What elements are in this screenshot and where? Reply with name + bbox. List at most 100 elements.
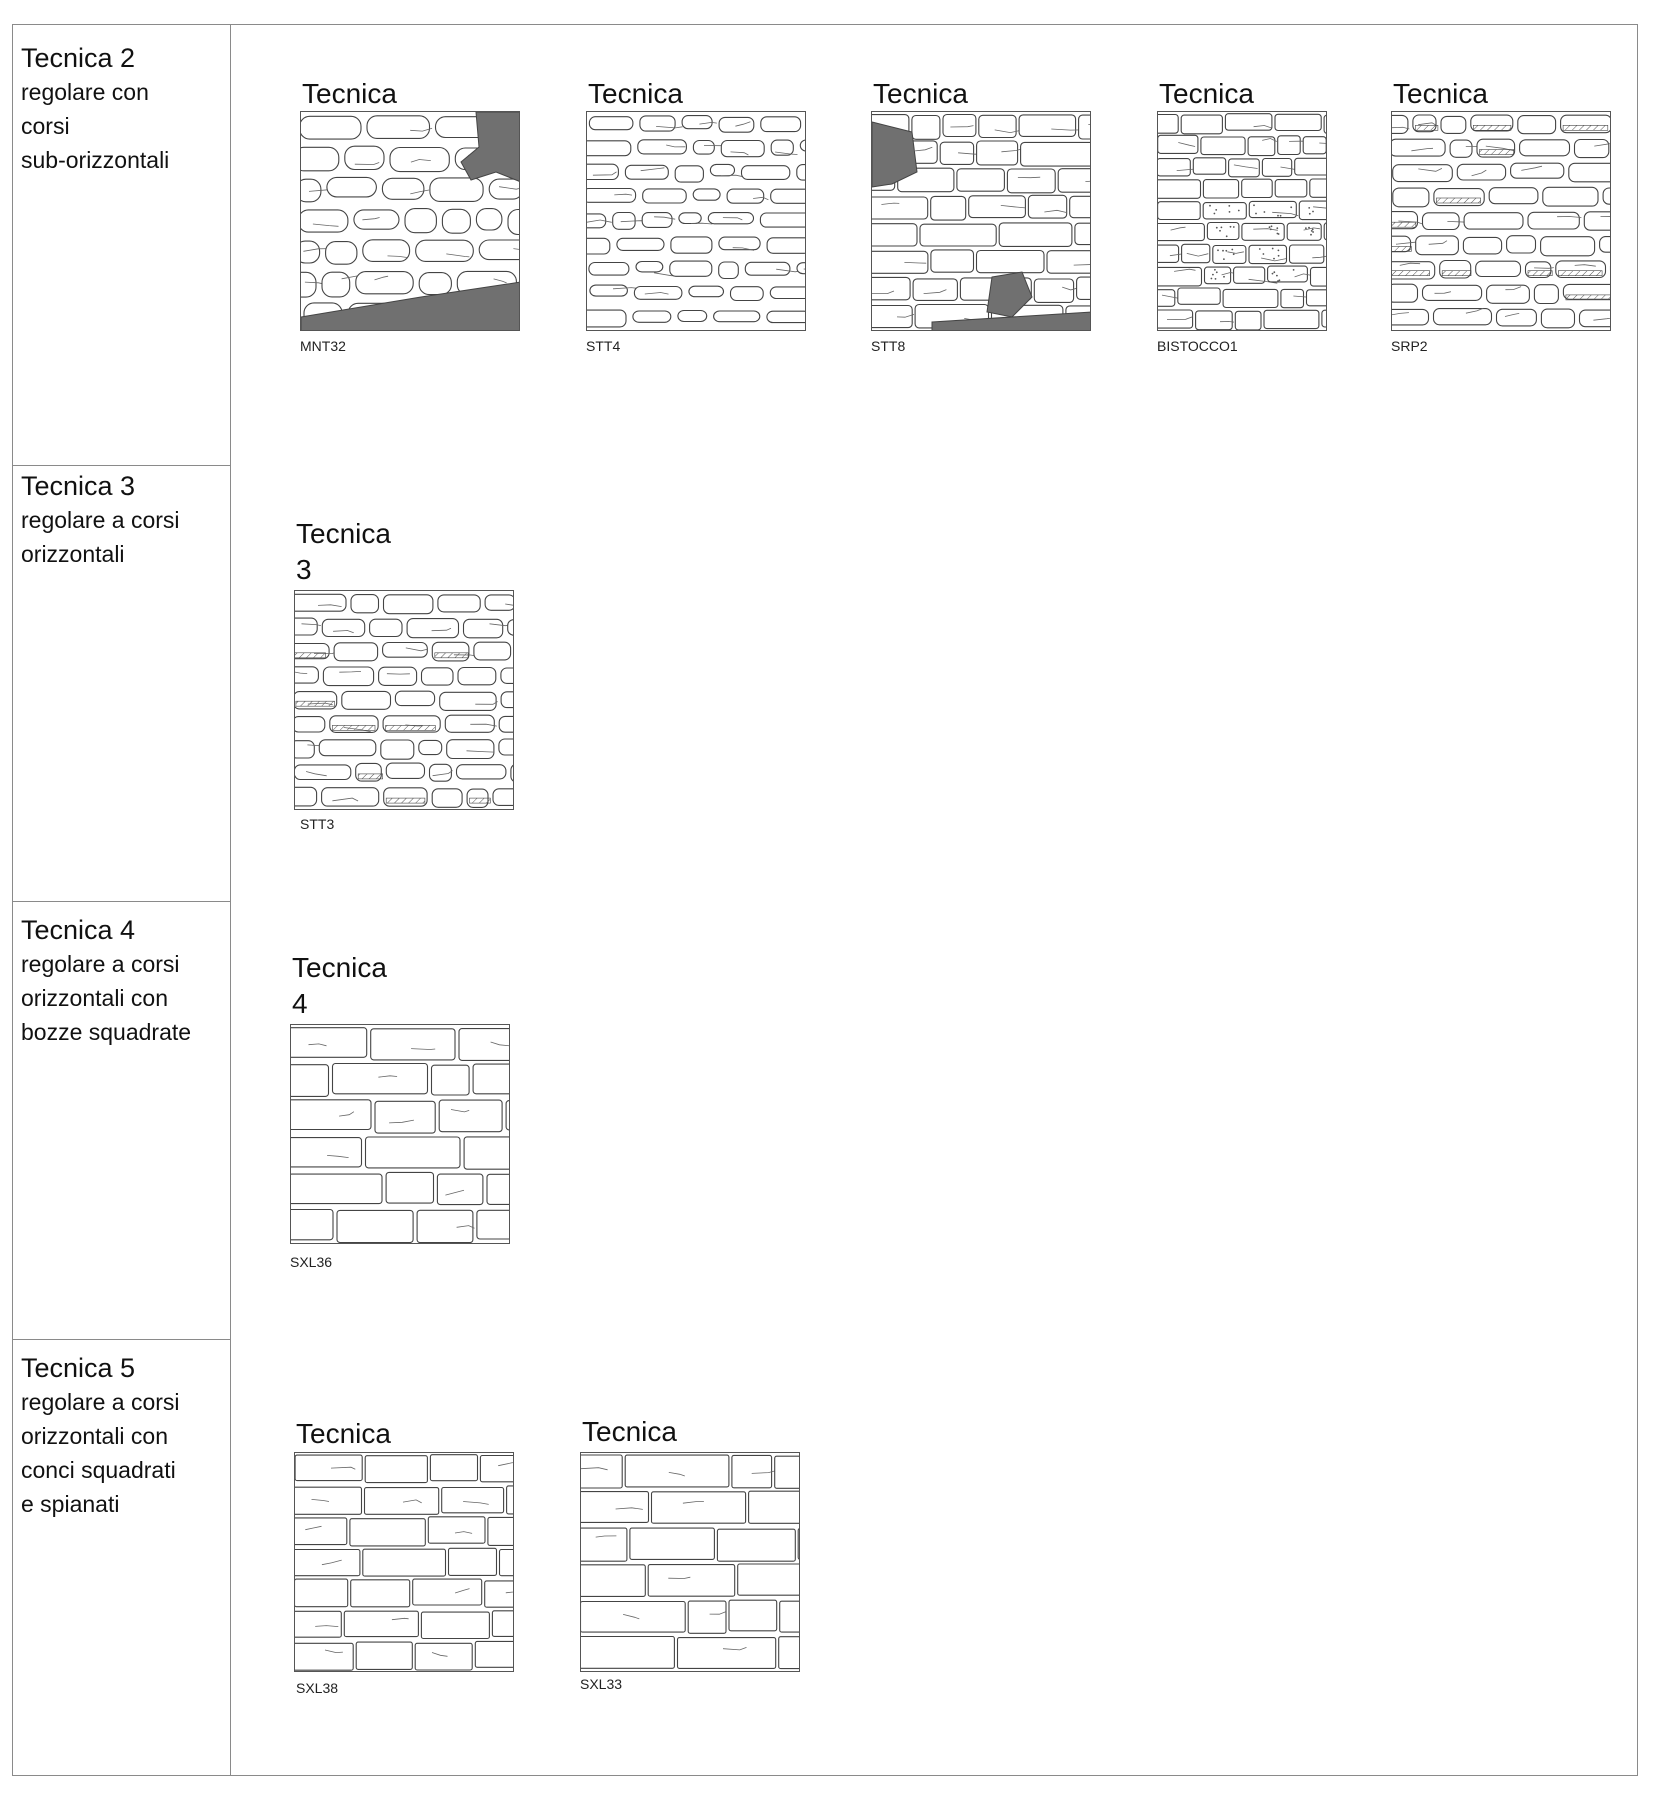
stone bbox=[488, 178, 519, 200]
stone bbox=[641, 212, 673, 228]
stone-crack bbox=[389, 1119, 414, 1124]
stone bbox=[295, 1578, 349, 1608]
stone-crack bbox=[446, 253, 470, 258]
stone-crack bbox=[1262, 138, 1277, 142]
stone bbox=[406, 618, 460, 639]
stone-crack bbox=[1521, 165, 1543, 171]
stone bbox=[670, 236, 713, 254]
stone bbox=[707, 212, 755, 225]
stone-crack bbox=[722, 1647, 747, 1651]
stone bbox=[412, 1578, 483, 1606]
stone-crack bbox=[775, 151, 798, 155]
stone bbox=[1247, 136, 1276, 157]
stone bbox=[779, 1600, 799, 1633]
stone-dot bbox=[1276, 227, 1279, 230]
stone-dot bbox=[1262, 253, 1265, 255]
stone-crack bbox=[614, 193, 633, 196]
stone-dot bbox=[1312, 231, 1314, 233]
stone bbox=[1432, 308, 1493, 326]
stone bbox=[1224, 113, 1273, 131]
stone bbox=[414, 1642, 473, 1671]
stone bbox=[919, 223, 997, 247]
stone bbox=[437, 594, 481, 613]
stone bbox=[321, 271, 351, 298]
stone bbox=[476, 1209, 509, 1240]
stone-crack bbox=[304, 281, 323, 285]
stone bbox=[716, 1528, 796, 1562]
stone-dot bbox=[1231, 248, 1234, 251]
masonry-drawing bbox=[294, 590, 514, 810]
stone-dot bbox=[1212, 273, 1214, 276]
stone bbox=[589, 284, 628, 297]
lacuna-patch bbox=[460, 112, 519, 182]
stone-crack bbox=[339, 671, 362, 673]
stone-crack bbox=[1174, 268, 1196, 272]
stone bbox=[1212, 244, 1247, 264]
stone-crack bbox=[654, 216, 676, 220]
stone bbox=[1181, 243, 1211, 264]
masonry-drawing bbox=[300, 111, 520, 331]
stone-dot bbox=[1215, 209, 1218, 211]
stone bbox=[639, 115, 676, 132]
stone bbox=[796, 262, 805, 275]
stone-crack bbox=[327, 1155, 349, 1158]
stone-crack bbox=[1418, 168, 1443, 172]
stone bbox=[650, 1491, 747, 1524]
stone-crack bbox=[505, 603, 513, 606]
stone-crack bbox=[410, 189, 430, 195]
stone bbox=[1286, 222, 1322, 241]
stone bbox=[1057, 168, 1090, 193]
stone-crack bbox=[587, 219, 612, 223]
stone bbox=[912, 278, 958, 301]
stone bbox=[718, 261, 739, 280]
stone bbox=[718, 236, 761, 251]
stone-crack bbox=[950, 125, 974, 128]
stone-crack bbox=[1233, 164, 1258, 169]
row-divider bbox=[13, 1339, 231, 1340]
stone bbox=[431, 641, 470, 662]
hatched-fragment bbox=[357, 773, 384, 780]
stone bbox=[713, 310, 761, 323]
stone bbox=[295, 764, 352, 781]
stone bbox=[588, 116, 634, 131]
stone bbox=[635, 260, 664, 273]
stone bbox=[295, 786, 318, 807]
stone-crack bbox=[1465, 307, 1484, 314]
stone bbox=[295, 593, 347, 612]
stone bbox=[291, 1064, 330, 1097]
stone bbox=[418, 272, 452, 296]
stone bbox=[366, 115, 431, 139]
stone bbox=[1248, 244, 1288, 265]
stone bbox=[1392, 187, 1430, 208]
stone-crack bbox=[753, 196, 769, 201]
sample-code: STT8 bbox=[871, 338, 906, 354]
stone-crack bbox=[432, 770, 453, 777]
stone bbox=[770, 139, 794, 156]
hatched-fragment bbox=[434, 652, 469, 659]
stone bbox=[318, 739, 377, 757]
stone bbox=[291, 1208, 334, 1241]
stone-crack bbox=[915, 146, 933, 152]
stone bbox=[473, 641, 512, 661]
stone-crack bbox=[431, 1652, 448, 1657]
stone bbox=[1018, 114, 1077, 137]
stone bbox=[1392, 138, 1446, 157]
stone bbox=[427, 1516, 486, 1544]
stone bbox=[1241, 178, 1273, 199]
masonry-pattern bbox=[295, 593, 513, 808]
technique-table: Tecnica 2 regolare con corsi sub-orizzon… bbox=[12, 24, 1638, 1776]
stone bbox=[487, 1516, 513, 1546]
stone bbox=[301, 146, 340, 172]
stone bbox=[632, 310, 672, 323]
stone bbox=[624, 1454, 730, 1488]
stone bbox=[976, 140, 1019, 166]
stone bbox=[295, 1517, 348, 1546]
masonry-drawing bbox=[586, 111, 806, 331]
stone bbox=[1046, 250, 1090, 274]
stone bbox=[872, 304, 913, 329]
stone-dot bbox=[1225, 235, 1228, 238]
stone bbox=[642, 188, 687, 204]
stone bbox=[1527, 211, 1580, 230]
stone bbox=[472, 1063, 509, 1095]
masonry-pattern bbox=[295, 1454, 513, 1671]
